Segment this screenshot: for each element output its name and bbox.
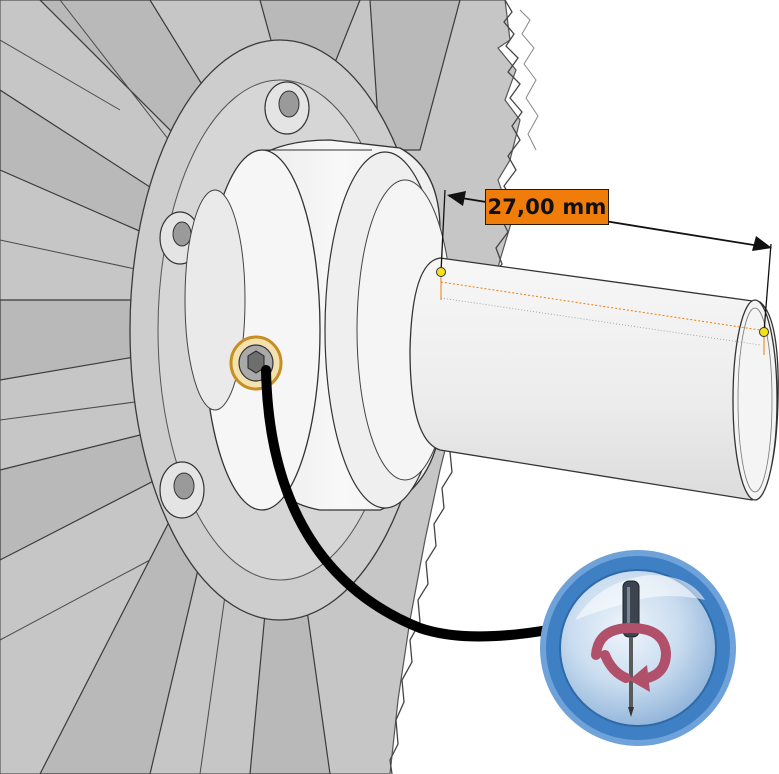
measure-point-start: [436, 267, 446, 277]
measure-point-end: [759, 327, 769, 337]
hub-bolt-top: [264, 81, 310, 135]
screwdriver-tighten-icon: [540, 550, 736, 746]
hub-bolt-bottom: [159, 461, 205, 519]
output-shaft: [409, 257, 779, 501]
dimension-value-label: 27,00 mm: [485, 189, 609, 225]
callout-leader: [261, 365, 553, 642]
set-screw: [229, 335, 283, 391]
dimension-arrowhead-right: [752, 236, 772, 251]
dimension-arrowhead-left: [447, 191, 466, 206]
